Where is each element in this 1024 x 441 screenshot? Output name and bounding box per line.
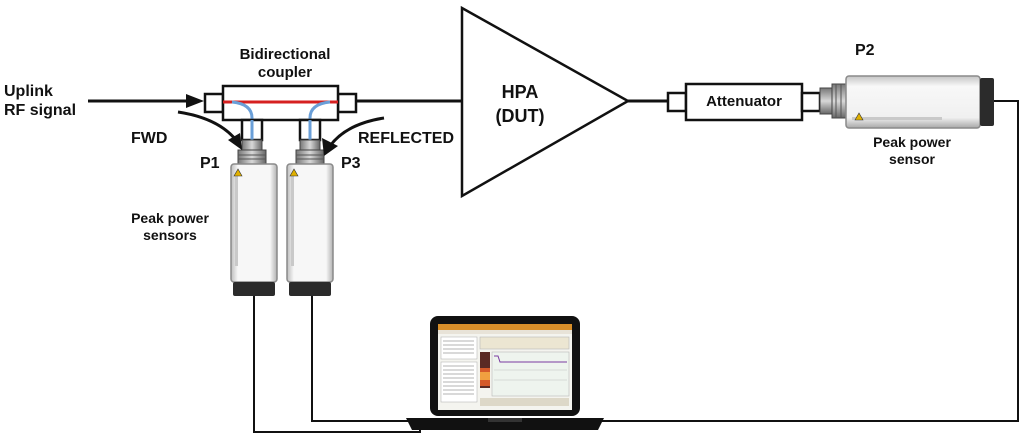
attenuator-output-port — [800, 91, 822, 113]
p1-label: P1 — [200, 155, 220, 172]
laptop-base — [406, 418, 604, 430]
fwd-label: FWD — [131, 130, 168, 147]
p2-label: P2 — [855, 42, 875, 59]
uplink-label: Uplink RF signal — [4, 82, 76, 120]
sensor-p2-label-line2: sensor — [889, 151, 935, 167]
warning-icon — [289, 168, 299, 177]
peak-power-sensor-p1 — [230, 139, 278, 296]
peak-power-sensor-p2 — [819, 75, 994, 129]
coupler-output-port — [336, 92, 358, 114]
cable-p1-to-laptop — [253, 296, 421, 433]
hpa-amplifier — [460, 5, 631, 199]
cable-p3-to-laptop — [311, 296, 420, 422]
peak-power-sensor-p2-label: Peak power sensor — [862, 134, 962, 168]
hpa-label-line2: (DUT) — [495, 106, 545, 126]
coupler-input-port — [203, 92, 225, 114]
sensors-label-line1: Peak power — [131, 210, 209, 226]
reflected-curved-arrow — [322, 116, 385, 156]
sensor-p2-label-line1: Peak power — [873, 134, 951, 150]
attenuator-label: Attenuator — [706, 93, 782, 110]
coupler-label: Bidirectional coupler — [220, 46, 350, 82]
coupler-label-line2: coupler — [257, 64, 313, 81]
laptop-computer — [406, 316, 604, 430]
coupler-rev-tap — [308, 100, 331, 122]
peak-power-sensors-label: Peak power sensors — [120, 210, 220, 244]
sensors-label-line2: sensors — [143, 227, 197, 243]
coupler-fwd-tap — [231, 100, 254, 122]
reflected-label: REFLECTED — [358, 130, 454, 147]
coupler-label-line1: Bidirectional — [239, 46, 331, 63]
cable-p2-to-laptop — [600, 100, 1019, 422]
hpa-label: HPA (DUT) — [480, 80, 560, 128]
uplink-label-line1: Uplink — [4, 83, 53, 100]
fwd-curved-arrow — [177, 110, 242, 150]
warning-icon — [233, 168, 243, 177]
bidirectional-coupler — [203, 84, 358, 142]
attenuator — [666, 82, 822, 122]
attenuator-input-port — [666, 91, 688, 113]
uplink-label-line2: RF signal — [4, 102, 77, 119]
input-signal-arrow — [88, 94, 204, 108]
warning-icon — [854, 112, 864, 121]
attenuator-body — [684, 82, 804, 122]
p3-label: P3 — [341, 155, 361, 172]
peak-power-sensor-p3 — [286, 139, 334, 296]
hpa-label-line1: HPA — [501, 82, 539, 102]
